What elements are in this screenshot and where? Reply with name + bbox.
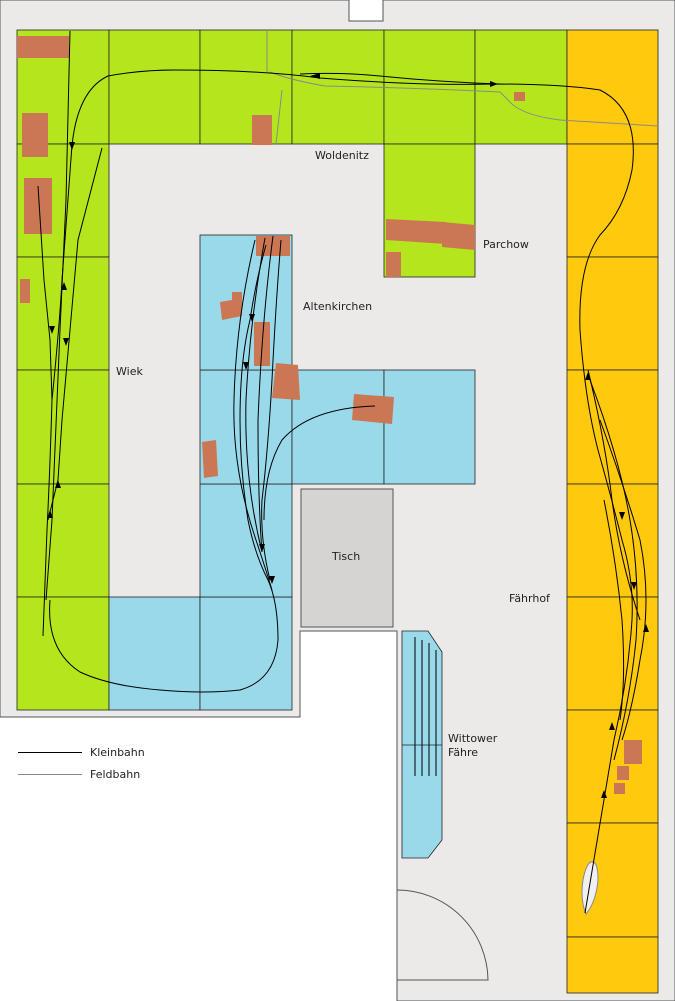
module-group-left-green bbox=[16, 143, 110, 711]
label-wiek: Wiek bbox=[116, 365, 143, 378]
legend: Kleinbahn Feldbahn bbox=[18, 741, 145, 785]
ferry-tracks bbox=[414, 637, 437, 776]
legend-label-kleinbahn: Kleinbahn bbox=[90, 745, 145, 759]
legend-label-feldbahn: Feldbahn bbox=[90, 767, 141, 781]
module-group-top-green bbox=[16, 29, 568, 145]
legend-swatch-kleinbahn bbox=[18, 751, 82, 753]
feldbahn-tracks bbox=[266, 30, 659, 145]
label-faehre: Fähre bbox=[448, 746, 478, 759]
label-altenkirchen: Altenkirchen bbox=[303, 300, 372, 313]
legend-row-kleinbahn: Kleinbahn bbox=[18, 741, 145, 763]
label-wittower: Wittower bbox=[448, 732, 498, 745]
module-group-right-orange bbox=[566, 29, 659, 994]
kleinbahn-tracks bbox=[37, 30, 647, 914]
direction-markers bbox=[47, 73, 649, 798]
houses bbox=[17, 36, 642, 794]
door-arc bbox=[396, 889, 489, 981]
legend-swatch-feldbahn bbox=[18, 773, 82, 775]
label-parchow: Parchow bbox=[483, 238, 529, 251]
boat bbox=[581, 861, 599, 915]
table-block bbox=[300, 488, 394, 628]
legend-row-feldbahn: Feldbahn bbox=[18, 763, 145, 785]
label-woldenitz: Woldenitz bbox=[315, 149, 369, 162]
label-tisch: Tisch bbox=[331, 550, 360, 563]
label-faehrhof: Fährhof bbox=[509, 592, 551, 605]
